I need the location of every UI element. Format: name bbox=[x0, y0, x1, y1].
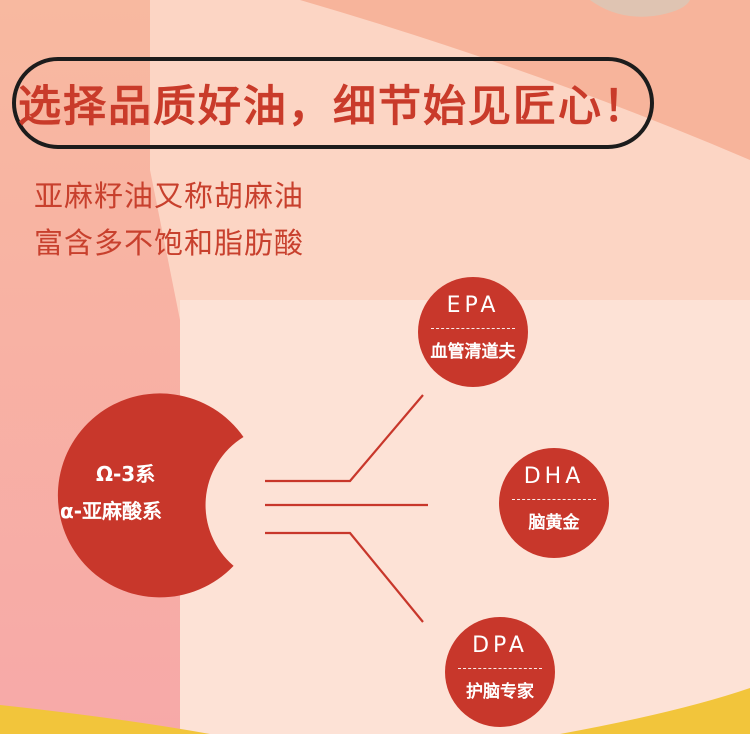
node-code: DPA bbox=[472, 633, 528, 658]
omega3-core-shape bbox=[57, 393, 244, 598]
decor-bottom-left-stripe bbox=[0, 705, 210, 734]
node-dpa: DPA 护脑专家 bbox=[445, 617, 555, 727]
background-corner-shape bbox=[300, 0, 750, 160]
intro-line-1: 亚麻籽油又称胡麻油 bbox=[34, 179, 305, 213]
node-description: 血管清道夫 bbox=[430, 342, 516, 362]
connector-lines bbox=[265, 394, 428, 623]
connector-to-dpa bbox=[265, 531, 424, 623]
node-divider bbox=[431, 328, 515, 329]
node-code: DHA bbox=[523, 464, 585, 489]
node-dha: DHA 脑黄金 bbox=[499, 448, 609, 558]
node-code: EPA bbox=[446, 293, 500, 318]
headline-text: 选择品质好油，细节始见匠心！ bbox=[18, 82, 648, 132]
node-epa: EPA 血管清道夫 bbox=[418, 277, 528, 387]
decor-top-blob bbox=[590, 0, 690, 17]
node-divider bbox=[512, 499, 596, 500]
intro-line-2: 富含多不饱和脂肪酸 bbox=[34, 226, 305, 260]
core-label-omega3: Ω-3系 bbox=[96, 462, 156, 486]
decor-bottom-right-stripe bbox=[560, 688, 750, 734]
connector-to-epa bbox=[265, 394, 424, 483]
node-divider bbox=[458, 668, 542, 669]
core-label-ala: α-亚麻酸系 bbox=[60, 499, 163, 523]
headline-banner: 选择品质好油，细节始见匠心！ bbox=[12, 57, 654, 149]
node-description: 脑黄金 bbox=[528, 513, 580, 533]
node-description: 护脑专家 bbox=[466, 682, 534, 702]
